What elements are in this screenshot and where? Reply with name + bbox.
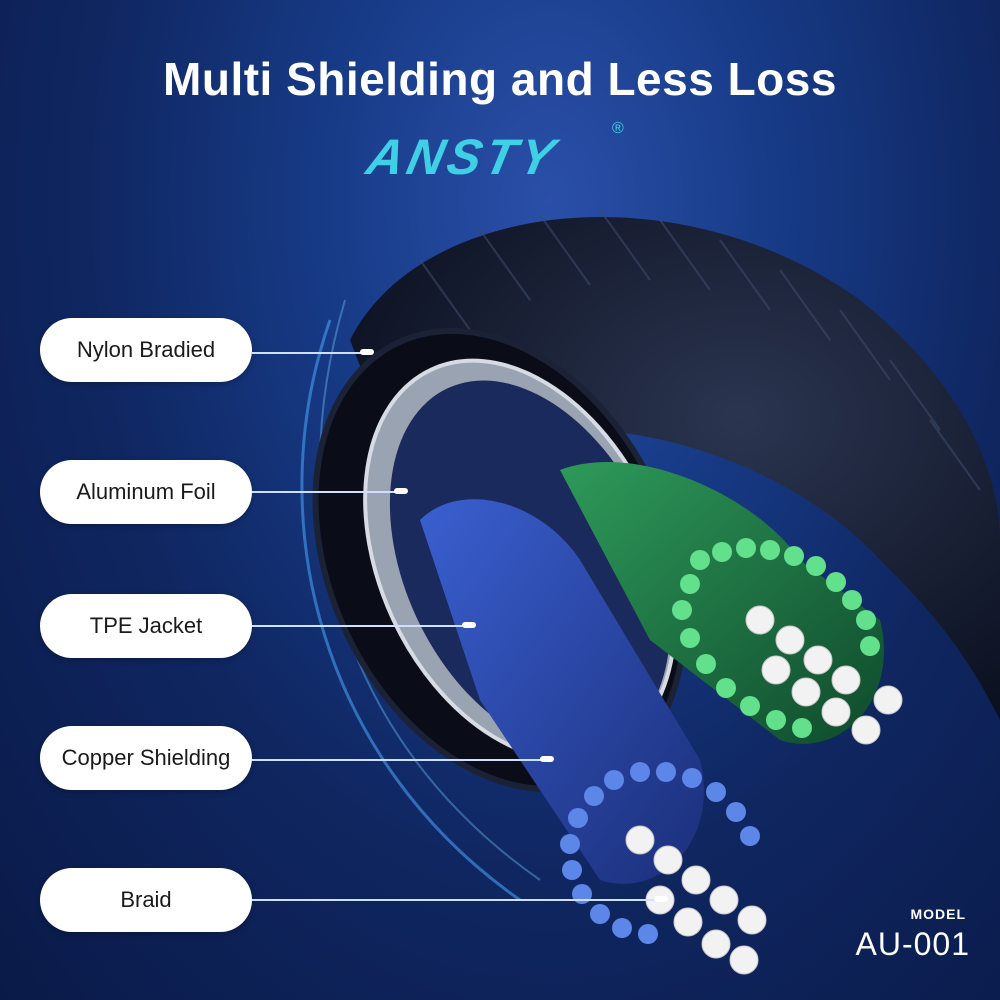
callout-pointer-dot (394, 488, 408, 494)
brand-logo: ANSTY (362, 129, 564, 185)
callout-copper-shielding: Copper Shielding (40, 726, 252, 790)
callout-leader-line (252, 491, 398, 493)
callout-pointer-dot (654, 896, 668, 902)
callout-label: Braid (120, 887, 172, 912)
callout-leader-line (252, 759, 544, 761)
callout-pointer-dot (462, 622, 476, 628)
callout-label: TPE Jacket (89, 613, 203, 638)
model-number: AU-001 (855, 926, 970, 962)
model-label: MODEL (910, 906, 966, 922)
page-title: Multi Shielding and Less Loss (163, 53, 837, 105)
callout-leader-line (252, 899, 658, 901)
callout-label: Nylon Bradied (76, 337, 216, 362)
callout-braid: Braid (40, 868, 252, 932)
registered-mark: ® (612, 120, 624, 137)
callout-pointer-dot (360, 349, 374, 355)
callout-aluminum-foil: Aluminum Foil (40, 460, 252, 524)
callout-leader-line (252, 625, 466, 627)
callout-tpe-jacket: TPE Jacket (40, 594, 252, 658)
callout-nylon-braided: Nylon Bradied (40, 318, 252, 382)
callout-label: Copper Shielding (61, 745, 231, 770)
callout-leader-line (252, 352, 364, 354)
callout-pointer-dot (540, 756, 554, 762)
callout-label: Aluminum Foil (76, 479, 216, 504)
